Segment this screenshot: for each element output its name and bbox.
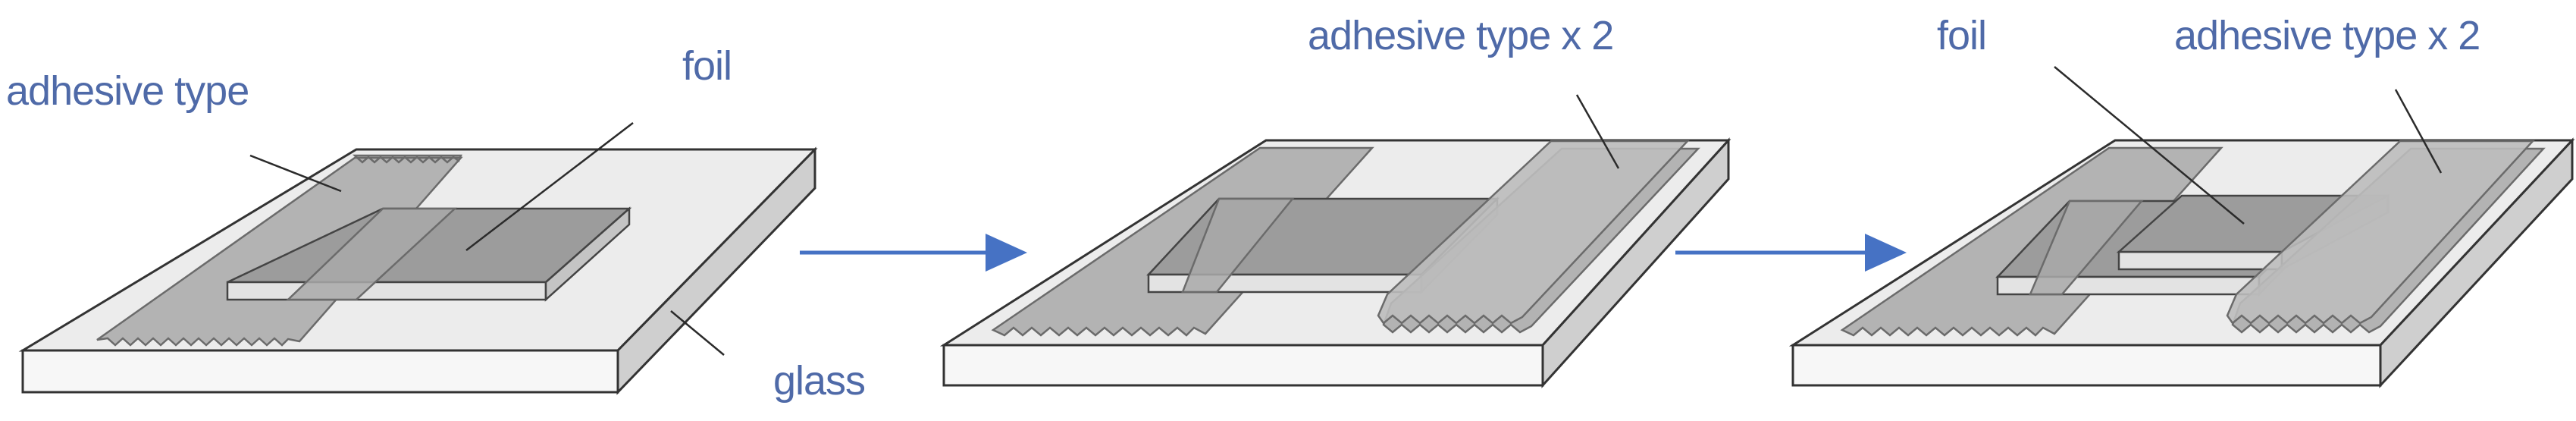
panel-1: adhesive type foil glass <box>6 43 866 404</box>
label-foil: foil <box>1937 13 1986 58</box>
process-arrow-1 <box>800 234 1027 272</box>
adhesive-tape-overlay <box>2029 200 2144 296</box>
adhesive-tape <box>96 154 463 347</box>
adhesive-tape-double <box>2226 140 2546 334</box>
adhesive-tape-overlay <box>1181 197 1295 294</box>
label-adhesive-type-x2: adhesive type x 2 <box>1308 13 1613 58</box>
leader-foil <box>465 122 634 251</box>
process-arrow-2 <box>1675 234 1907 272</box>
label-foil: foil <box>682 43 732 89</box>
label-adhesive-type: adhesive type <box>6 68 249 114</box>
leader-glass <box>670 310 725 356</box>
label-adhesive-type-x2: adhesive type x 2 <box>2174 13 2480 58</box>
label-glass: glass <box>773 358 865 404</box>
leader-foil <box>2054 66 2245 225</box>
leader-adhesive-double <box>1575 94 1620 169</box>
panel-3: foil adhesive type x 2 <box>1788 13 2575 388</box>
leader-adhesive <box>249 154 342 193</box>
panel-2: adhesive type x 2 <box>939 13 1731 388</box>
leader-adhesive-double <box>2394 89 2443 174</box>
adhesive-tape-double <box>1377 140 1700 334</box>
adhesive-tape-overlay <box>285 207 458 301</box>
